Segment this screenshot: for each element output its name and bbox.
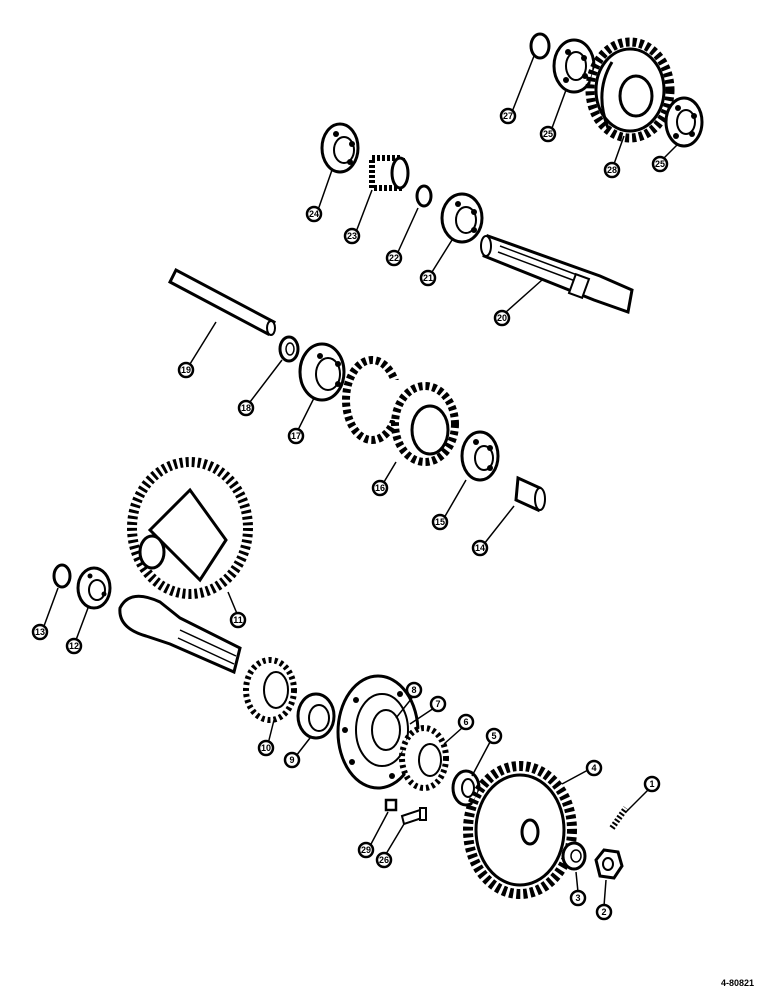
cap-screw-26 [400,807,427,826]
svg-text:25: 25 [655,159,665,169]
large-spur-gear-4 [463,761,577,899]
callout-8: 8 [405,681,423,699]
svg-text:2: 2 [601,907,606,917]
svg-text:3: 3 [575,893,580,903]
spur-gear-28 [585,37,675,143]
callout-4: 4 [585,759,603,777]
callout-7: 7 [429,695,447,713]
pin-19 [168,267,276,337]
callout-17: 17 [287,427,305,445]
splined-shaft-20 [480,234,634,315]
callout-22: 22 [385,249,403,267]
washer-3 [561,841,587,871]
double-cluster-gear-16 [342,356,459,466]
svg-text:26: 26 [379,855,389,865]
lock-washer-29 [384,798,398,812]
ball-bearing-21 [440,192,484,244]
svg-text:5: 5 [491,731,496,741]
svg-text:17: 17 [291,431,301,441]
svg-text:25: 25 [543,129,553,139]
svg-text:22: 22 [389,253,399,263]
svg-text:8: 8 [411,685,416,695]
ball-bearing-15 [460,430,500,482]
ball-bearing-17 [298,342,346,402]
svg-text:6: 6 [463,717,468,727]
callout-14: 14 [471,539,489,557]
svg-text:7: 7 [435,699,440,709]
svg-text:11: 11 [233,615,243,625]
pinion-shaft [118,594,242,675]
cup-9 [296,692,336,740]
svg-text:14: 14 [475,543,485,553]
callout-25-right: 25 [651,155,669,173]
svg-text:13: 13 [35,627,45,637]
nut-2 [594,848,624,880]
callout-6: 6 [457,713,475,731]
callout-2: 2 [595,903,613,921]
bushing-14 [514,475,546,513]
callout-12: 12 [65,637,83,655]
svg-text:18: 18 [241,403,251,413]
callout-19: 19 [177,361,195,379]
callout-13: 13 [31,623,49,641]
callout-18: 18 [237,399,255,417]
spring-pin-1 [609,806,629,830]
svg-text:1: 1 [649,779,654,789]
callout-9: 9 [283,751,301,769]
svg-text:27: 27 [503,111,513,121]
svg-text:4: 4 [591,763,596,773]
tapered-roller-bearing-10 [243,657,297,723]
callout-3: 3 [569,889,587,907]
svg-text:16: 16 [375,483,385,493]
callout-21: 21 [419,269,437,287]
ball-bearing-12 [76,566,112,610]
ball-bearing-24 [320,122,360,174]
callout-27: 27 [499,107,517,125]
leader-lines [43,55,679,907]
callout-23: 23 [343,227,361,245]
svg-text:29: 29 [361,845,371,855]
washer-18 [278,335,300,363]
callout-15: 15 [431,513,449,531]
svg-text:28: 28 [607,165,617,175]
svg-text:24: 24 [309,209,319,219]
figure-reference-code: 4-80821 [720,978,754,988]
svg-text:12: 12 [69,641,79,651]
snap-ring-27 [529,32,551,60]
svg-text:20: 20 [497,313,507,323]
callout-25-top: 25 [539,125,557,143]
svg-text:10: 10 [261,743,271,753]
small-gear-23 [369,155,410,191]
differential-carrier-7 [336,674,420,790]
callout-11: 11 [229,611,247,629]
callout-16: 16 [371,479,389,497]
bevel-ring-gear-11 [127,457,253,599]
callout-20: 20 [493,309,511,327]
callout-28: 28 [603,161,621,179]
snap-ring-22 [415,184,433,208]
washer-13 [52,563,72,589]
callout-5: 5 [485,727,503,745]
callout-10: 10 [257,739,275,757]
callout-24: 24 [305,205,323,223]
callout-1: 1 [643,775,661,793]
callout-29: 29 [357,841,375,859]
svg-text:15: 15 [435,517,445,527]
ball-bearing-25-right [664,96,704,148]
svg-text:9: 9 [289,755,294,765]
callout-26: 26 [375,851,393,869]
tapered-roller-bearing-6 [399,725,449,791]
svg-text:23: 23 [347,231,357,241]
svg-text:21: 21 [423,273,433,283]
svg-text:19: 19 [181,365,191,375]
